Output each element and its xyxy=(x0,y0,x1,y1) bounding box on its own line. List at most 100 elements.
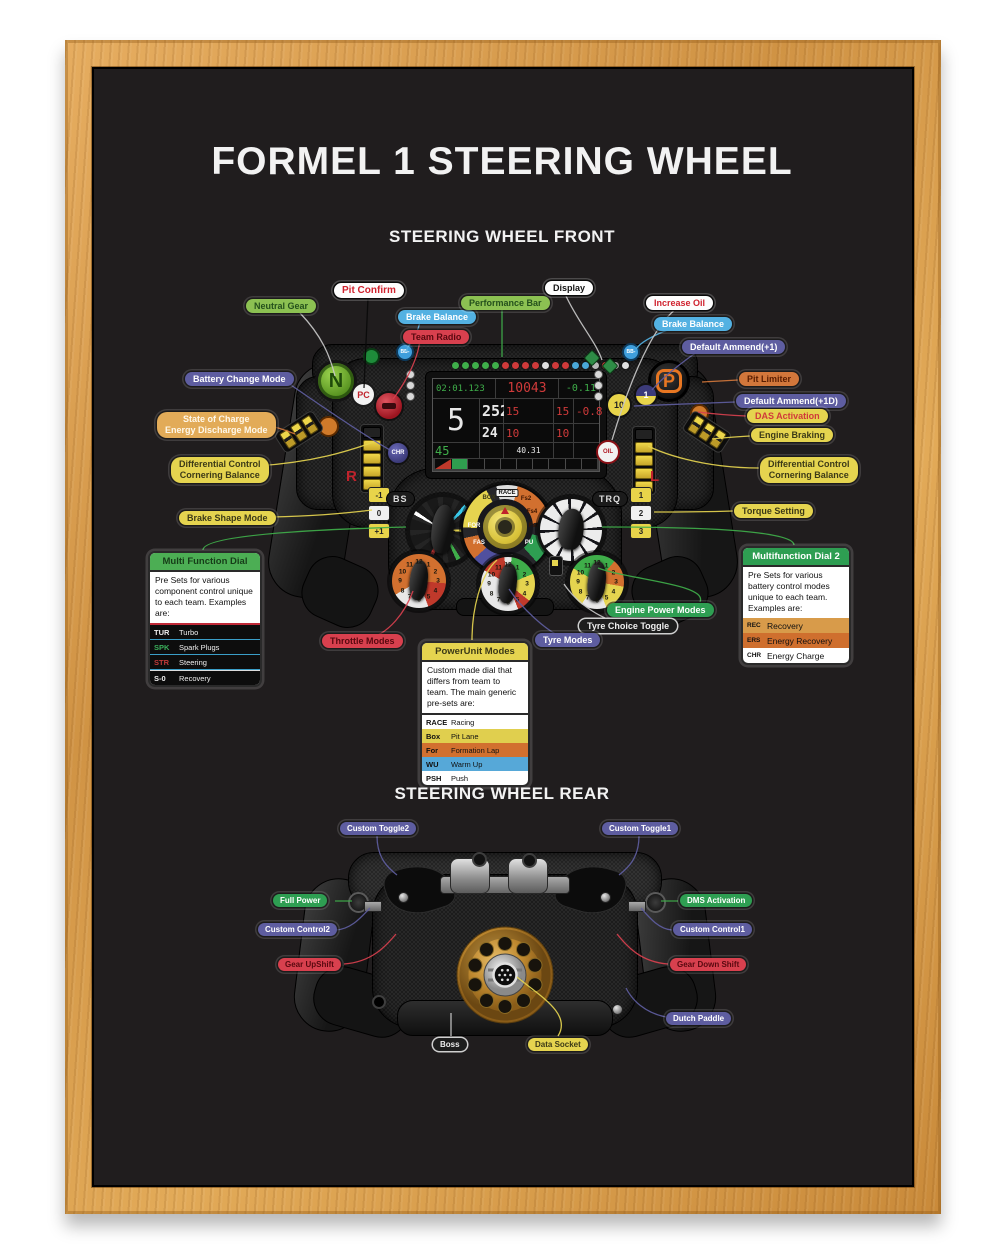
spacer-dot xyxy=(406,370,415,379)
toggle-3: 3 xyxy=(630,523,652,539)
box-body: Pre Sets for various battery control mod… xyxy=(748,570,830,614)
spacer-dot xyxy=(594,392,603,401)
row-value: Spark Plugs xyxy=(179,642,220,652)
label-tyre-modes: Tyre Modes xyxy=(535,633,601,647)
label-team-radio: Team Radio xyxy=(403,330,470,344)
label-diff-control-left: Differential Control Cornering Balance xyxy=(171,457,269,483)
led-dot xyxy=(452,361,459,369)
row-key: Box xyxy=(426,731,441,741)
toggle-1: 1 xyxy=(630,487,652,503)
dial-number: 3 xyxy=(614,578,618,586)
plus-one-button: 1 xyxy=(634,383,658,407)
dial-number: 11 xyxy=(406,561,413,569)
led-dot xyxy=(552,361,559,369)
spacer-dot xyxy=(594,370,603,379)
dial-number: 1 xyxy=(426,561,431,569)
row-value: Recovery xyxy=(767,620,803,631)
label-diff-control-right: Differential Control Cornering Balance xyxy=(760,457,858,483)
label-custom-toggle1: Custom Toggle1 xyxy=(602,822,679,835)
label-neutral-gear: Neutral Gear xyxy=(246,299,317,313)
toggle-plus1: +1 xyxy=(368,523,390,539)
label-performance-bar: Performance Bar xyxy=(461,296,550,310)
label-line: Cornering Balance xyxy=(179,469,260,480)
blank-cell xyxy=(480,443,503,458)
rear-screw xyxy=(522,853,537,868)
led-dot xyxy=(532,361,539,369)
row-key: STR xyxy=(154,657,169,667)
bar-green-segment xyxy=(451,459,468,469)
row-key: S-0 xyxy=(154,673,166,683)
delta-top: -0.11 xyxy=(559,379,599,398)
label-engine-power-modes: Engine Power Modes xyxy=(607,603,714,617)
label-line: Cornering Balance xyxy=(768,469,849,480)
row-value: Push xyxy=(451,773,469,783)
dash-display: 02:01.123 10043 -0.11 252 15 5 15 -0.8 2… xyxy=(432,378,603,472)
ten-button: 10 xyxy=(606,392,632,418)
trq-label: TRQ xyxy=(592,491,628,507)
label-default-ammend-1: Default Ammend(+1) xyxy=(682,340,786,354)
dial-number: 11 xyxy=(495,564,502,572)
team-radio-button xyxy=(374,391,404,421)
dial-number: 5 xyxy=(515,596,520,604)
box-row: TUR Turbo xyxy=(150,625,260,641)
label-state-of-charge: State of Charge Energy Discharge Mode xyxy=(157,412,276,438)
mode-fs2: Fs2 xyxy=(520,496,532,502)
speed-value: 252 xyxy=(480,399,509,423)
dial-number: 12 xyxy=(504,561,512,569)
dial-number: 10 xyxy=(398,568,407,575)
custom-control2-switch xyxy=(364,901,382,912)
custom-control1-switch xyxy=(628,901,646,912)
label-das-activation: DAS Activation xyxy=(747,409,828,423)
spacer-dot xyxy=(406,381,415,390)
label-default-ammend-1d: Default Ammend(+1D) xyxy=(736,394,846,408)
dial-number: 2 xyxy=(611,569,616,576)
label-dms-activation: DMS Activation xyxy=(680,894,753,907)
value-4031: 40.31 xyxy=(504,443,553,458)
pit-limiter-glyph: P xyxy=(655,368,682,394)
dial-number: 5 xyxy=(426,593,431,601)
label-brake-shape-mode: Brake Shape Mode xyxy=(179,511,276,525)
led-dot xyxy=(472,361,479,369)
box-body: Pre Sets for various component control u… xyxy=(155,575,253,619)
rear-screw xyxy=(612,1004,623,1015)
row-key: TUR xyxy=(154,627,170,637)
rear-screw xyxy=(600,892,611,903)
dial-number: 10 xyxy=(487,571,496,578)
value-45: 45 xyxy=(433,443,479,458)
dial-number: 12 xyxy=(415,558,423,566)
green-button xyxy=(363,348,380,365)
brake-balance-minus-button: BB- xyxy=(396,343,414,361)
label-custom-toggle2: Custom Toggle2 xyxy=(340,822,417,835)
dial-number: 4 xyxy=(522,590,527,597)
row-value: Warm Up xyxy=(451,759,483,769)
bs-label: BS xyxy=(386,491,415,507)
row-value: Turbo xyxy=(179,627,199,637)
led-dot xyxy=(502,361,509,369)
value-10b: 10 xyxy=(554,424,573,442)
letter-r: R xyxy=(346,468,357,485)
dial-number: 12 xyxy=(593,559,601,567)
brake-balance-plus-button: BB- xyxy=(622,343,640,361)
label-brake-balance-left: Brake Balance xyxy=(398,310,477,324)
display-bar-graph xyxy=(435,459,597,469)
row-key: CHR xyxy=(747,652,762,660)
label-boss: Boss xyxy=(433,1038,467,1051)
mode-for: FOR xyxy=(467,523,481,529)
front-section-title: STEERING WHEEL FRONT xyxy=(389,227,615,246)
led-dot xyxy=(462,361,469,369)
dial-number: 9 xyxy=(576,578,580,586)
dial-number: 2 xyxy=(522,571,527,578)
label-pit-confirm: Pit Confirm xyxy=(334,283,404,298)
dial-number: 9 xyxy=(487,580,491,588)
radio-slot xyxy=(382,403,396,409)
lap-time: 02:01.123 xyxy=(433,379,495,398)
label-line: Differential Control xyxy=(768,459,850,469)
led-dot xyxy=(522,361,529,369)
row-key: ERS xyxy=(747,637,761,645)
